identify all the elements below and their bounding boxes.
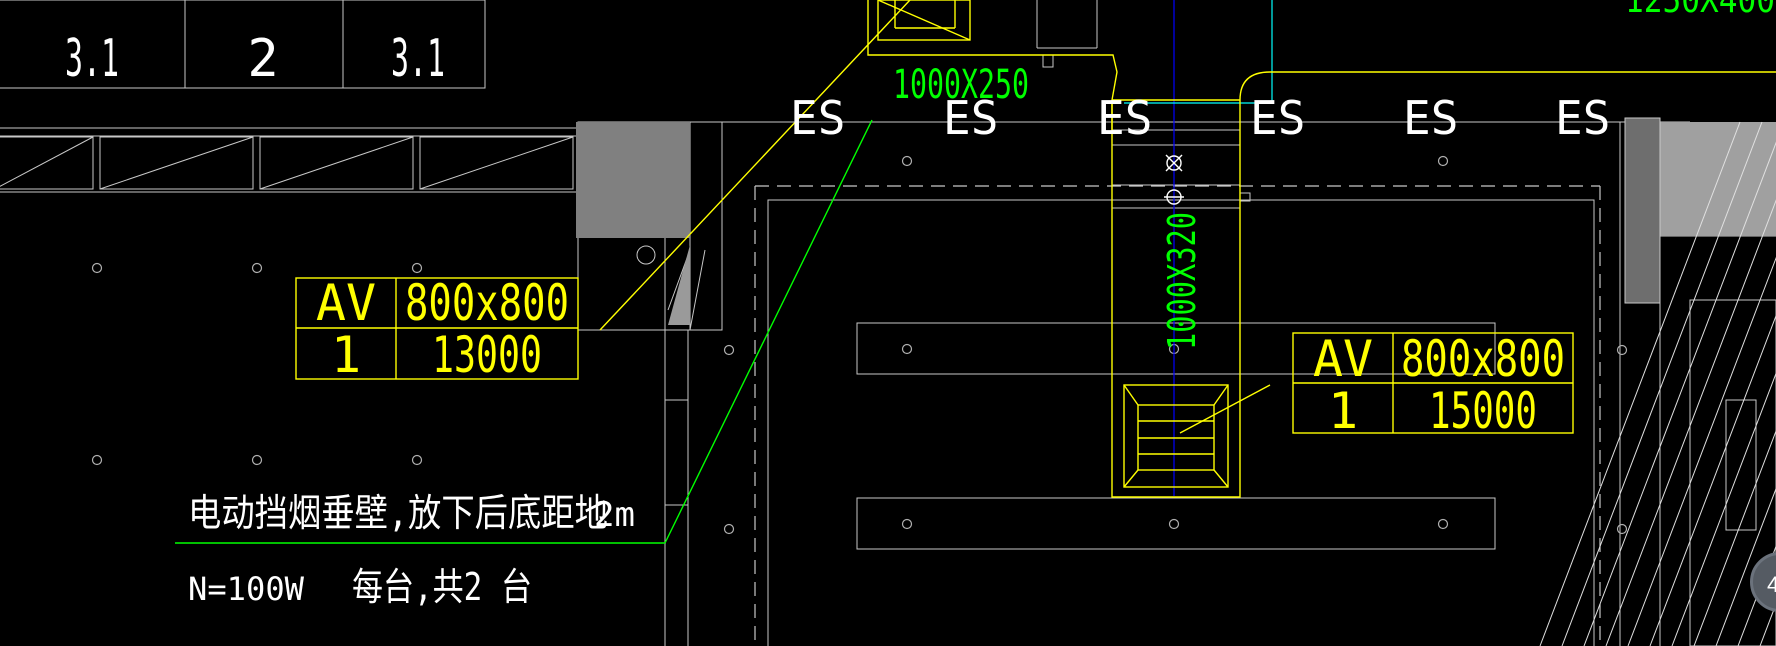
- annotation-line-2: 每台,共2 台: [352, 565, 532, 609]
- duct-run: [867, 0, 1776, 498]
- wall-insulation: [1624, 117, 1661, 304]
- es-marker: ES: [1250, 91, 1305, 145]
- hatch-line: [1693, 429, 1776, 646]
- vent-table-text: AV 800x800 1 13000 AV 800x800 1 15000: [316, 274, 1565, 440]
- room-number-box: [0, 0, 486, 89]
- hatch-line: [1605, 199, 1776, 646]
- reference-point: [1437, 155, 1449, 167]
- hatch-line: [1715, 487, 1776, 646]
- hatch-line: [1649, 314, 1776, 646]
- duct-symbols: [1164, 154, 1184, 205]
- es-marker-row: ES ES ES ES ES ES: [790, 91, 1610, 145]
- duct-label-corner: 1250X400: [1625, 0, 1775, 21]
- hatch-line: [1561, 121, 1763, 646]
- annotation-line-1-suffix: 2m: [594, 495, 635, 535]
- reference-point: [723, 344, 735, 356]
- reference-point: [411, 262, 423, 274]
- wall-block-gray: [576, 122, 690, 238]
- smoke-barrier-annotation: 电动挡烟垂壁,放下后底距地 2m N=100W 每台,共2 台: [188, 491, 635, 609]
- hatch-line: [1627, 256, 1776, 646]
- es-marker: ES: [943, 91, 998, 145]
- vent-table-1-size: 800x800: [405, 274, 569, 332]
- hatch-lines: [1539, 121, 1776, 646]
- reference-point: [1616, 523, 1628, 535]
- wall-wedge: [668, 245, 690, 325]
- es-marker: ES: [790, 91, 845, 145]
- vent-table-1-type: AV: [316, 274, 376, 332]
- reference-point: [251, 454, 263, 466]
- vent-table-2-size: 800x800: [1401, 330, 1565, 388]
- fire-damper-icon: [1166, 155, 1182, 171]
- reference-point: [91, 454, 103, 466]
- reference-point: [411, 454, 423, 466]
- vent-table-1-count: 1: [331, 326, 361, 384]
- room-number-3: 3.1: [391, 29, 445, 89]
- reference-point: [901, 343, 913, 355]
- leader-line-left: [599, 0, 911, 331]
- reference-point: [1616, 344, 1628, 356]
- reference-point: [251, 262, 263, 274]
- boundary-dashed: [754, 185, 1601, 646]
- room-number-1: 3.1: [65, 29, 119, 89]
- es-marker: ES: [1403, 91, 1458, 145]
- vent-table-2-type: AV: [1313, 330, 1373, 388]
- column-symbol: [636, 245, 656, 265]
- reference-points: [91, 155, 1628, 535]
- hatch-line: [1671, 372, 1776, 646]
- vent-table-2-airflow: 15000: [1429, 382, 1537, 440]
- reference-point: [901, 155, 913, 167]
- hatch-line: [1583, 141, 1776, 646]
- es-marker: ES: [1555, 91, 1610, 145]
- es-marker: ES: [1097, 91, 1152, 145]
- vent-table-2-count: 1: [1328, 382, 1358, 440]
- reference-point: [91, 262, 103, 274]
- vent-top: [877, 0, 971, 41]
- reference-point: [723, 523, 735, 535]
- duct-label-vertical: 1000X320: [1160, 212, 1204, 350]
- vent-table-1-airflow: 13000: [432, 326, 542, 384]
- ductwork-yellow: [295, 0, 1776, 498]
- room-number-labels: 3.1 2 3.1: [65, 29, 445, 89]
- reference-point: [1168, 518, 1180, 530]
- reference-point: [1437, 518, 1449, 530]
- annotation-leader-green: [175, 119, 873, 544]
- leader-line-right: [1179, 384, 1271, 434]
- duct-size-labels: 1000X250 1000X320 1250X400: [893, 0, 1775, 350]
- annotation-power: N=100W: [188, 570, 305, 608]
- vent-bottom: [1123, 384, 1229, 488]
- hatch-line: [1539, 121, 1741, 646]
- annotation-line-1: 电动挡烟垂壁,放下后底距地: [188, 491, 608, 535]
- room-number-2: 2: [247, 29, 278, 89]
- duct-label-top: 1000X250: [893, 62, 1029, 108]
- reference-point: [901, 518, 913, 530]
